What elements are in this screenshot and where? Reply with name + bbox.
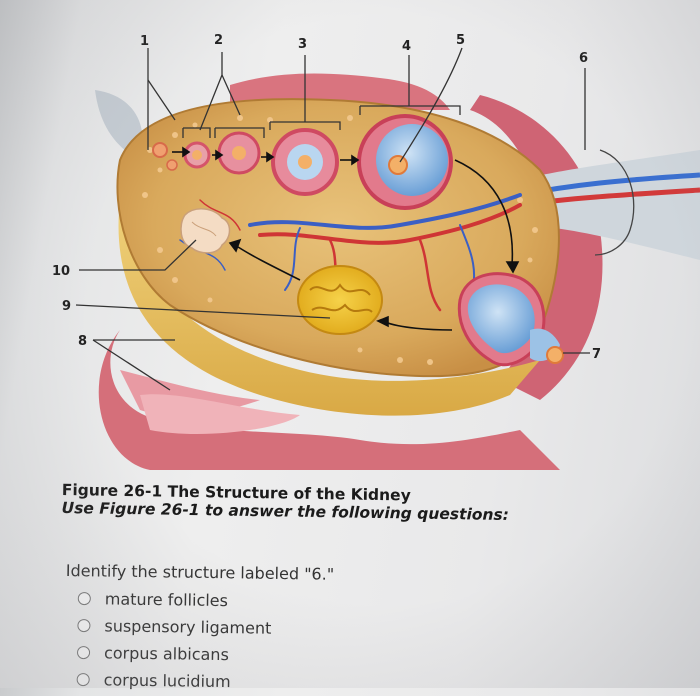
radio-button[interactable] — [76, 672, 90, 687]
label-7: 7 — [592, 347, 601, 362]
label-5: 5 — [456, 33, 465, 48]
primary-follicle — [183, 141, 211, 169]
figure-caption: Figure 26-1 The Structure of the Kidney … — [61, 481, 509, 524]
label-1: 1 — [140, 34, 149, 49]
ovary-figure: 1 2 3 4 5 6 7 8 9 10 — [52, 33, 700, 470]
question-prompt: Identify the structure labeled "6." — [65, 561, 335, 584]
option-suspensory-ligament[interactable]: suspensory ligament — [77, 612, 271, 642]
answer-options: mature follicles suspensory ligament cor… — [76, 585, 271, 696]
label-9: 9 — [62, 299, 71, 314]
label-10: 10 — [52, 264, 70, 279]
label-4: 4 — [402, 39, 411, 54]
ovulating-follicle — [457, 272, 564, 367]
option-corpus-lucidium[interactable]: corpus lucidium — [76, 666, 270, 696]
label-6: 6 — [579, 51, 588, 66]
corpus-albicans — [180, 208, 231, 254]
label-8: 8 — [78, 334, 87, 349]
radio-button[interactable] — [77, 591, 91, 606]
mature-follicle — [357, 114, 453, 210]
option-label: suspensory ligament — [104, 616, 272, 638]
label-3: 3 — [298, 37, 307, 52]
option-mature-follicles[interactable]: mature follicles — [77, 585, 272, 615]
primordial-follicles — [152, 142, 178, 171]
label-2: 2 — [214, 33, 223, 48]
tertiary-follicle — [271, 128, 339, 196]
leader-lines — [75, 47, 590, 391]
radio-button[interactable] — [76, 645, 91, 660]
ovary-wall — [118, 200, 541, 416]
option-label: corpus albicans — [103, 643, 229, 665]
option-label: mature follicles — [104, 589, 229, 611]
development-arrows — [172, 146, 520, 331]
corpus-luteum — [297, 265, 383, 335]
option-corpus-albicans[interactable]: corpus albicans — [76, 639, 271, 669]
option-label: corpus lucidium — [103, 670, 231, 692]
radio-button[interactable] — [77, 618, 91, 633]
figure-labels: 1 2 3 4 5 6 7 8 9 10 — [52, 33, 601, 362]
secondary-follicle — [217, 131, 261, 175]
